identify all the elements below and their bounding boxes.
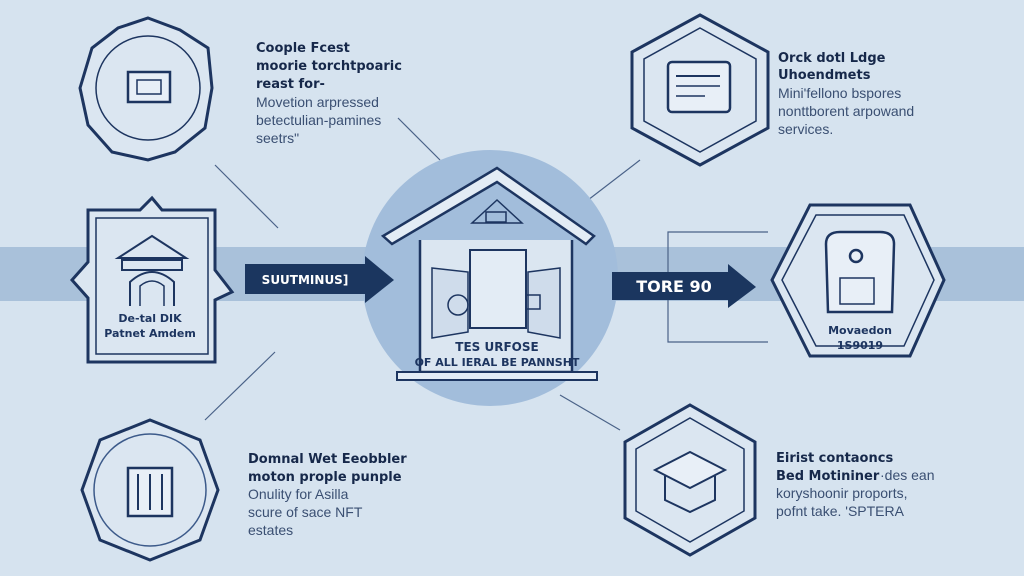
svg-text:Onulity for Asilla: Onulity for Asilla (248, 486, 349, 502)
svg-text:Bed Motininer: Bed Motininer (776, 469, 880, 484)
left-node-badge-icon (69, 195, 235, 364)
svg-text:Mini'fellono bspores: Mini'fellono bspores (778, 85, 901, 101)
top-left-text-block: Coople Fcest moorie torchtpoaric reast f… (256, 41, 402, 146)
top-right-hexagon-icon (630, 13, 770, 167)
left-arrow (245, 256, 394, 303)
right-arrow-label: TORE 90 (636, 277, 712, 296)
bottom-right-hexagon-icon (623, 403, 757, 557)
right-node-label-line2: 1S9019 (837, 339, 883, 352)
svg-text:moorie torchtpoaric: moorie torchtpoaric (256, 59, 402, 74)
svg-text:·des ean: ·des ean (880, 467, 934, 483)
svg-text:seetrs": seetrs" (256, 130, 299, 146)
svg-text:koryshoonir proports,: koryshoonir proports, (776, 485, 908, 501)
house-icon (380, 166, 598, 381)
svg-text:Eirist contaoncs: Eirist contaoncs (776, 451, 893, 466)
svg-text:pofnt take. 'SPTERA: pofnt take. 'SPTERA (776, 503, 905, 519)
center-caption-line1: TES URFOSE (455, 340, 538, 354)
svg-text:nonttborent arpowand: nonttborent arpowand (778, 103, 914, 119)
svg-text:Movetion arpressed: Movetion arpressed (256, 94, 379, 110)
svg-text:Domnal Wet Eeobbler: Domnal Wet Eeobbler (248, 452, 407, 467)
svg-text:reast for-: reast for- (256, 77, 325, 92)
right-node-hexagon-icon (770, 203, 946, 358)
svg-text:Orck dotl Ldge: Orck dotl Ldge (778, 51, 886, 66)
left-node-label-line1: De-tal DIK (118, 312, 182, 325)
svg-text:scure of sace NFT: scure of sace NFT (248, 504, 363, 520)
bottom-left-text-block: Domnal Wet Eeobbler moton prople punple … (248, 452, 407, 538)
svg-text:services.: services. (778, 121, 833, 137)
right-node-label-line1: Movaedon (828, 324, 892, 337)
svg-text:betectulian-pamines: betectulian-pamines (256, 112, 381, 128)
left-node-label-line2: Patnet Amdem (104, 327, 196, 340)
svg-text:moton prople punple: moton prople punple (248, 470, 402, 485)
svg-text:Coople Fcest: Coople Fcest (256, 41, 350, 56)
svg-text:estates: estates (248, 522, 293, 538)
left-arrow-label: SUUTMINUS] (262, 273, 349, 287)
top-left-badge-icon (78, 16, 214, 162)
right-arrow (612, 264, 756, 308)
svg-text:Uhoendmets: Uhoendmets (778, 68, 871, 83)
top-right-text-block: Orck dotl Ldge Uhoendmets Mini'fellono b… (778, 51, 914, 137)
center-caption-line2: OF ALL IERAL BE PANNSHT (415, 356, 580, 369)
bottom-right-text-block: Eirist contaoncs Bed Motininer ·des ean … (776, 451, 934, 519)
bottom-left-badge-icon (80, 418, 220, 562)
